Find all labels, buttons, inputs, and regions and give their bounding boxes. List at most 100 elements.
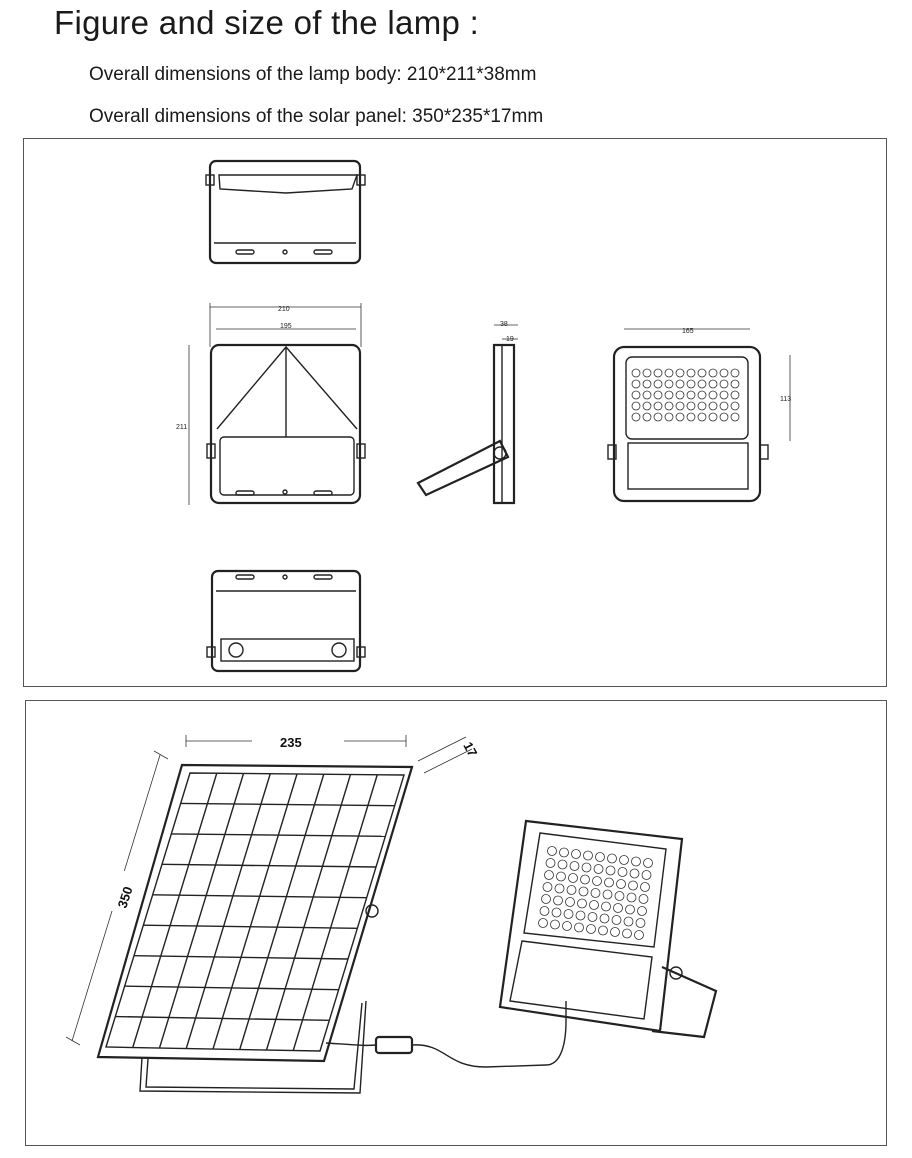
cell-divider xyxy=(239,774,325,1050)
cell-divider xyxy=(180,802,395,807)
floodlight-led xyxy=(625,904,635,915)
floodlight-led xyxy=(602,889,613,900)
floodlight-led xyxy=(595,852,605,862)
dim-195-label: 195 xyxy=(280,323,292,330)
floodlight-led xyxy=(575,910,586,921)
led-circle xyxy=(664,401,674,411)
floodlight-led xyxy=(611,915,622,925)
led-circle xyxy=(708,379,718,389)
led-circle xyxy=(730,368,740,378)
dim-19-label: 19 xyxy=(506,336,514,343)
connection-cable xyxy=(325,1001,567,1068)
led-grid xyxy=(631,368,740,422)
led-circle xyxy=(686,379,696,389)
cell-divider xyxy=(171,833,386,838)
floodlight-led xyxy=(604,877,614,888)
led-circle xyxy=(642,401,652,411)
led-circle xyxy=(708,368,718,378)
dim-113-label: 113 xyxy=(780,396,791,403)
led-circle xyxy=(719,401,729,411)
floodlight-led xyxy=(629,868,640,879)
solar-panel-perspective-drawing: 235 17 350 xyxy=(25,700,887,1146)
floodlight-led xyxy=(616,879,626,889)
lamp-back-view: 165 113 xyxy=(607,328,791,503)
led-circle xyxy=(730,379,740,389)
cell-divider xyxy=(132,773,218,1048)
floodlight-led xyxy=(542,882,553,892)
cell-divider xyxy=(133,954,349,960)
led-circle xyxy=(642,379,652,389)
floodlight-led xyxy=(574,922,584,933)
led-circle xyxy=(653,401,663,411)
led-circle xyxy=(653,390,663,400)
cell-divider xyxy=(124,985,339,991)
floodlight-led xyxy=(566,885,577,895)
floodlight-led xyxy=(568,873,578,883)
floodlight-led xyxy=(551,907,562,918)
led-circle xyxy=(664,412,674,422)
floodlight-led xyxy=(613,903,623,913)
floodlight-led xyxy=(577,898,587,909)
cell-divider xyxy=(143,924,358,930)
solar-panel-dimensions: Overall dimensions of the solar panel: 3… xyxy=(89,106,544,127)
led-circle xyxy=(697,390,707,400)
led-circle xyxy=(686,401,696,411)
floodlight-led xyxy=(607,853,617,864)
lamp-front-view: 210 195 211 xyxy=(176,303,366,505)
dim-211-label: 211 xyxy=(176,424,187,431)
cell-divider xyxy=(115,1015,330,1022)
led-circle xyxy=(697,412,707,422)
cell-divider xyxy=(158,773,245,1049)
led-circle xyxy=(631,379,641,389)
lamp-top-view xyxy=(205,159,366,265)
led-circle xyxy=(730,412,740,422)
led-circle xyxy=(653,368,663,378)
led-circle xyxy=(675,379,685,389)
cell-divider xyxy=(152,894,367,899)
led-circle xyxy=(631,390,641,400)
solar-cells-grid xyxy=(115,773,395,1051)
floodlight-led xyxy=(628,880,638,891)
lamp-drawing-svg: 210 195 211 38 19 xyxy=(176,159,791,673)
lamp-body-dimensions: Overall dimensions of the lamp body: 210… xyxy=(89,64,537,85)
floodlight-led xyxy=(634,930,644,940)
floodlight-led xyxy=(605,865,616,876)
dim-17-label: 17 xyxy=(460,739,480,759)
floodlight-led xyxy=(541,894,551,904)
led-circle xyxy=(697,379,707,389)
led-circle xyxy=(631,412,641,422)
floodlight-led xyxy=(539,906,550,916)
led-circle xyxy=(708,401,718,411)
floodlight-led xyxy=(640,882,650,892)
led-circle xyxy=(719,412,729,422)
floodlight-led xyxy=(563,909,574,919)
cell-divider xyxy=(265,774,352,1051)
led-circle xyxy=(664,368,674,378)
floodlight-led xyxy=(614,891,625,901)
dim-235: 235 xyxy=(185,731,407,750)
floodlight-led xyxy=(599,913,610,924)
led-circle xyxy=(686,412,696,422)
led-circle xyxy=(686,390,696,400)
page-title: Figure and size of the lamp : xyxy=(54,4,480,41)
led-circle xyxy=(631,401,641,411)
floodlight-led xyxy=(565,897,575,907)
floodlight-led xyxy=(578,886,589,897)
floodlight-led xyxy=(641,870,652,880)
floodlight-led xyxy=(601,901,611,912)
floodlight-led xyxy=(589,900,599,910)
floodlight-led xyxy=(637,906,647,916)
dim-17: 17 xyxy=(417,736,480,774)
floodlight-led-grid xyxy=(538,846,653,940)
led-circle xyxy=(719,390,729,400)
lamp-technical-drawing: 210 195 211 38 19 xyxy=(23,138,887,687)
lamp-side-view: 38 19 xyxy=(416,321,518,505)
solar-panel xyxy=(96,763,414,1094)
led-circle xyxy=(675,412,685,422)
floodlight-led xyxy=(581,862,592,873)
floodlight-led xyxy=(569,861,580,871)
cell-divider xyxy=(185,773,271,1049)
floodlight-led xyxy=(598,925,608,936)
floodlight-led xyxy=(635,918,646,928)
floodlight-lamp xyxy=(498,819,718,1039)
